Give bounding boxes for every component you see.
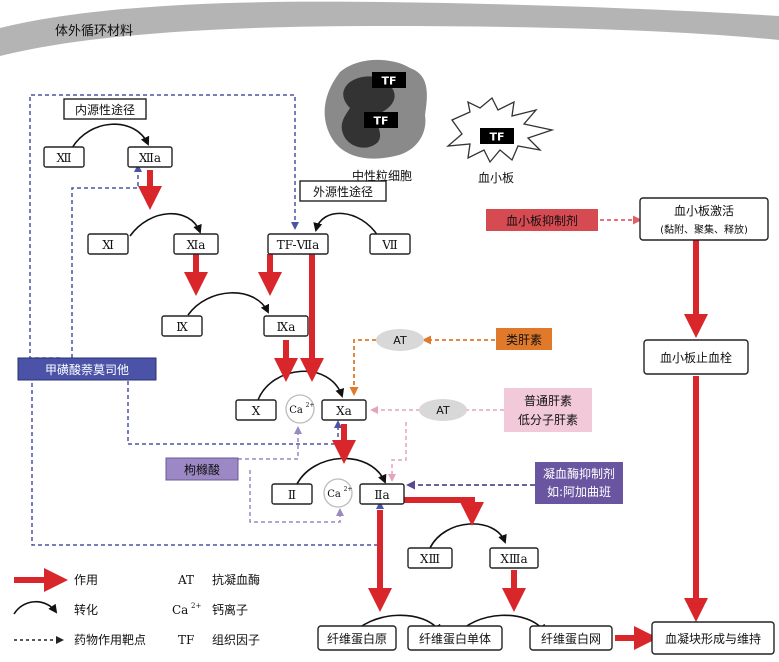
factor-xiiia-box: ⅩⅢa <box>489 547 539 569</box>
extrinsic-pathway-label: 外源性途径 <box>313 184 373 199</box>
factor-xa-box: Ⅹa <box>321 399 367 421</box>
thrombin-inhibitor-label-2: 如:阿加曲班 <box>547 484 611 499</box>
factor-xii-box: Ⅻ <box>43 146 85 168</box>
heparinoid-box: 类肝素 <box>496 328 552 350</box>
svg-text:Ⅱa: Ⅱa <box>374 488 389 502</box>
legend-at-desc: 抗凝血酶 <box>212 572 260 587</box>
svg-text:ⅩⅢ: ⅩⅢ <box>420 552 440 566</box>
legend-conversion-swatch <box>13 600 58 615</box>
factor-x-box: Ⅹ <box>235 399 277 421</box>
factor-ix-box: Ⅸ <box>161 315 203 337</box>
citrate-label: 枸橼酸 <box>184 462 220 477</box>
legend-ca-desc: 钙离子 <box>212 602 248 617</box>
legend-tf-desc: 组织因子 <box>212 633 260 647</box>
legend-ca-sup: 2+ <box>191 602 201 610</box>
platelet-activation-box: 血小板激活 (黏附、聚集、释放) <box>639 197 769 241</box>
svg-text:血凝块形成与维持: 血凝块形成与维持 <box>665 631 761 646</box>
svg-text:Ⅺa: Ⅺa <box>187 238 206 252</box>
intrinsic-pathway-box: 内源性途径 <box>63 98 147 120</box>
svg-text:纤维蛋白网: 纤维蛋白网 <box>541 631 601 646</box>
tf-label: TF <box>489 131 504 144</box>
nafamostat-target-lines <box>29 94 384 546</box>
factor-tf-viia-box: TF-Ⅶa <box>267 233 329 255</box>
clot-box: 血凝块形成与维持 <box>651 621 775 655</box>
calcium-circle-1: Ca 2+ <box>285 394 315 424</box>
tf-badge-neutrophil-1 <box>372 72 406 88</box>
svg-text:Ⅹa: Ⅹa <box>336 404 352 418</box>
nafamostat-box: 甲磺酸萘莫司他 <box>17 357 157 381</box>
circuit-label: 体外循环材料 <box>55 24 133 39</box>
heparinoid-target-lines <box>349 335 495 396</box>
svg-text:2+: 2+ <box>344 486 353 493</box>
fibrinogen-box: 纤维蛋白原 <box>317 625 397 651</box>
platelet-plug-box: 血小板止血栓 <box>643 339 749 375</box>
svg-text:TF-Ⅶa: TF-Ⅶa <box>277 238 320 252</box>
heparinoid-label: 类肝素 <box>506 333 542 347</box>
citrate-box: 枸橼酸 <box>165 457 239 481</box>
factor-vii-box: Ⅶ <box>369 233 411 255</box>
svg-text:2+: 2+ <box>306 402 315 409</box>
svg-text:Ca: Ca <box>289 405 303 416</box>
platelet-label: 血小板 <box>478 171 514 185</box>
at-label: AT <box>393 334 407 347</box>
heparin-target-lines <box>370 406 504 482</box>
calcium-circle-2: Ca 2+ <box>323 478 353 508</box>
neutrophil-label: 中性粒细胞 <box>352 168 412 183</box>
heparin-label-1: 普通肝素 <box>524 394 572 408</box>
tf-badge-neutrophil-2 <box>364 112 398 128</box>
svg-text:Ⅻ: Ⅻ <box>56 151 71 165</box>
factor-xia-box: Ⅺa <box>173 233 219 255</box>
legend-target-label: 药物作用靶点 <box>74 633 146 647</box>
svg-text:Ⅸa: Ⅸa <box>277 320 296 334</box>
factor-iia-box: Ⅱa <box>359 483 405 505</box>
tf-label: TF <box>373 115 388 128</box>
action-arrows <box>138 170 708 650</box>
platelet-plug-label: 血小板止血栓 <box>660 350 732 365</box>
tf-label: TF <box>381 75 396 88</box>
svg-text:Ⅸ: Ⅸ <box>176 320 188 334</box>
at-bubble-heparin: AT <box>419 399 467 421</box>
at-bubble-heparinoid: AT <box>376 329 424 351</box>
svg-text:ⅩⅢa: ⅩⅢa <box>500 552 527 566</box>
fibrin-network-box: 纤维蛋白网 <box>529 625 613 651</box>
legend-tf-abbr: TF <box>178 633 194 647</box>
at-label: AT <box>436 404 450 417</box>
neutrophil-cell: TF TF 中性粒细胞 <box>324 59 427 183</box>
legend-ca-abbr: Ca <box>172 603 188 617</box>
svg-text:Ⅺ: Ⅺ <box>102 238 114 252</box>
circuit-band: 体外循环材料 <box>0 1 779 56</box>
antiplatelet-label: 血小板抑制剂 <box>506 213 578 228</box>
svg-text:纤维蛋白单体: 纤维蛋白单体 <box>419 631 491 646</box>
svg-text:Ⅻa: Ⅻa <box>139 151 161 165</box>
thrombin-inhibitor-label-1: 凝血酶抑制剂 <box>543 466 615 481</box>
tf-badge-platelet <box>480 128 514 144</box>
factor-xi-box: Ⅺ <box>87 233 129 255</box>
platelet-cell: TF 血小板 <box>446 96 555 185</box>
legend: 作用 转化 药物作用靶点 AT 抗凝血酶 Ca 2+ 钙离子 TF 组织因子 <box>13 568 260 647</box>
extrinsic-pathway-box: 外源性途径 <box>299 180 387 202</box>
heparin-label-2: 低分子肝素 <box>518 413 578 427</box>
factor-xiii-box: ⅩⅢ <box>407 547 453 569</box>
antiplatelet-box: 血小板抑制剂 <box>486 209 598 231</box>
fibrin-monomer-box: 纤维蛋白单体 <box>407 625 503 651</box>
thrombin-inhibitor-box: 凝血酶抑制剂 如:阿加曲班 <box>535 462 623 504</box>
platelet-activation-detail: (黏附、聚集、释放) <box>660 223 748 236</box>
svg-text:Ⅱ: Ⅱ <box>288 488 296 502</box>
legend-at-abbr: AT <box>177 573 194 587</box>
legend-action-label: 作用 <box>74 573 98 587</box>
svg-text:纤维蛋白原: 纤维蛋白原 <box>327 631 387 646</box>
intrinsic-pathway-label: 内源性途径 <box>75 102 135 117</box>
platelet-activation-label: 血小板激活 <box>674 204 734 218</box>
factor-ii-box: Ⅱ <box>271 483 313 505</box>
citrate-target-lines <box>238 426 344 523</box>
legend-conversion-label: 转化 <box>74 602 98 617</box>
svg-text:Ⅶ: Ⅶ <box>381 238 398 252</box>
factor-ixa-box: Ⅸa <box>263 315 309 337</box>
factor-xiia-box: Ⅻa <box>127 146 173 168</box>
heparin-box: 普通肝素 低分子肝素 <box>504 388 592 432</box>
svg-text:Ⅹ: Ⅹ <box>252 404 261 418</box>
svg-text:Ca: Ca <box>327 489 341 500</box>
nafamostat-label: 甲磺酸萘莫司他 <box>45 362 129 377</box>
